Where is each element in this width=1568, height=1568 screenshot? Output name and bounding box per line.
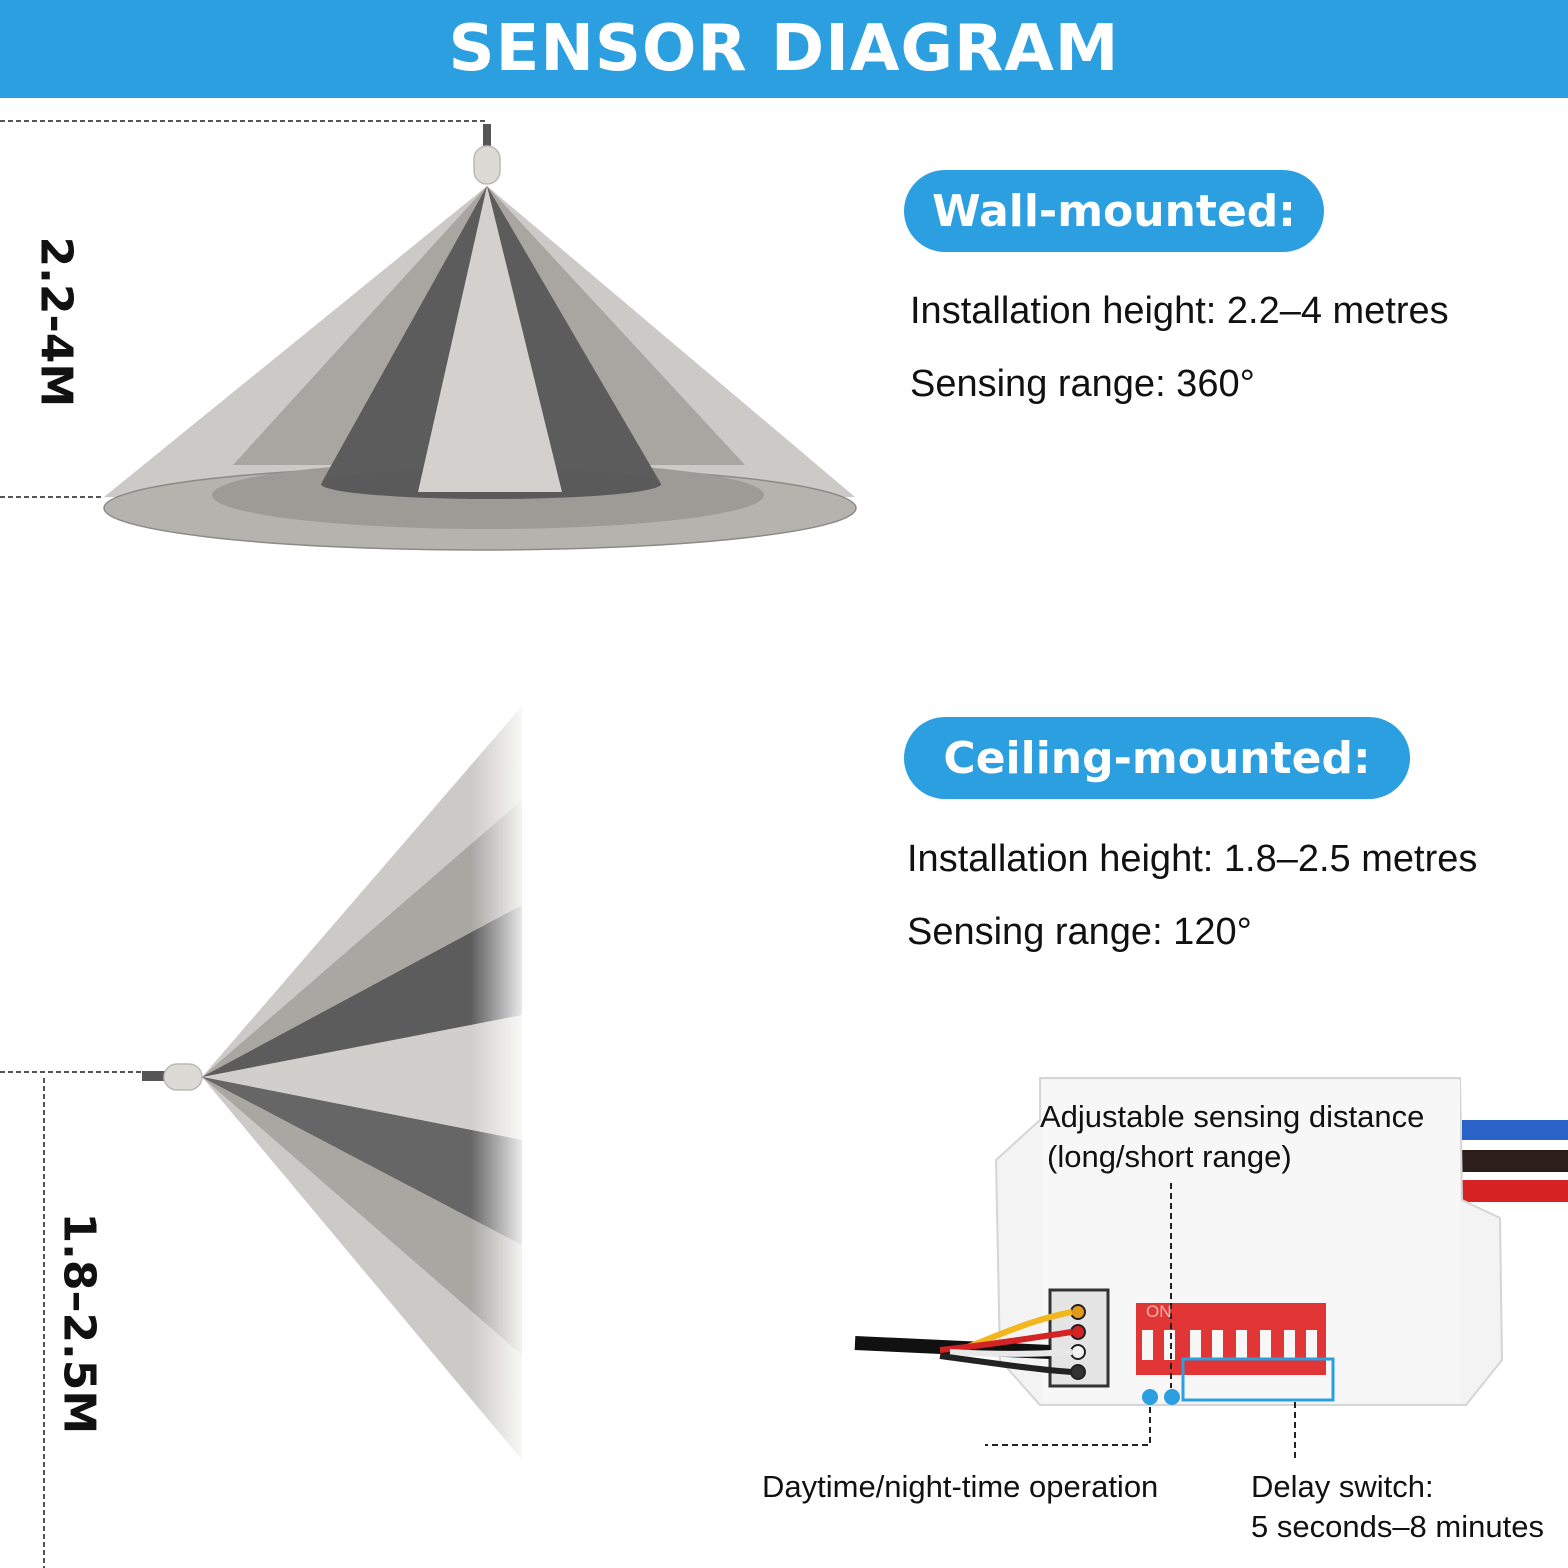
switch-on-mark: ON — [1146, 1302, 1172, 1321]
day-night-callout: Daytime/night-time operation — [762, 1469, 1159, 1504]
wall-mounted-diagram — [0, 120, 857, 551]
ceiling-sensor-stem — [142, 1071, 168, 1081]
wire-red — [1462, 1180, 1568, 1202]
day-night-dot-2 — [1164, 1389, 1180, 1405]
wall-mounted-heading-text: Wall-mounted: — [932, 185, 1296, 237]
page-title: SENSOR DIAGRAM — [448, 12, 1120, 86]
delay-highlight-box — [1181, 1357, 1335, 1402]
wall-sensor-stem — [483, 124, 491, 152]
wire-black-left — [939, 1353, 1073, 1375]
delay-switch-callout: Delay switch: — [1251, 1469, 1434, 1504]
wall-cone-center — [418, 186, 562, 492]
ceiling-installation-height: Installation height: 1.8–2.5 metres — [907, 838, 1478, 880]
ceiling-fade — [200, 700, 530, 1470]
wall-mounted-heading: Wall-mounted: — [904, 170, 1324, 252]
wall-height-label: 2.2-4M — [30, 236, 82, 408]
sensing-distance-callout-sub: (long/short range) — [1047, 1139, 1292, 1174]
wall-sensor-head — [473, 145, 501, 185]
ceiling-mounted-heading-text: Ceiling-mounted: — [943, 732, 1371, 784]
day-night-leader — [985, 1407, 1151, 1446]
wire-white — [949, 1349, 1073, 1357]
ceiling-mounted-diagram — [0, 700, 530, 1568]
sensor-module — [854, 1077, 1568, 1458]
ceiling-mounted-heading: Ceiling-mounted: — [904, 717, 1410, 799]
ceiling-height-label: 1.8–2.5M — [53, 1212, 105, 1435]
title-banner: SENSOR DIAGRAM — [0, 0, 1568, 98]
sensing-distance-callout: Adjustable sensing distance — [1040, 1099, 1425, 1134]
dip-switch-toggles — [1142, 1330, 1317, 1360]
wall-installation-height: Installation height: 2.2–4 metres — [910, 290, 1449, 332]
wall-sensing-range: Sensing range: 360° — [910, 363, 1255, 405]
day-night-dot-1 — [1142, 1389, 1158, 1405]
delay-switch-callout-sub: 5 seconds–8 minutes — [1251, 1509, 1544, 1544]
wire-brown — [1462, 1150, 1568, 1172]
wire-blue — [1462, 1120, 1568, 1140]
ceiling-sensor-head — [163, 1063, 203, 1091]
wire-red-left — [939, 1329, 1073, 1353]
ceiling-sensing-range: Sensing range: 120° — [907, 911, 1252, 953]
